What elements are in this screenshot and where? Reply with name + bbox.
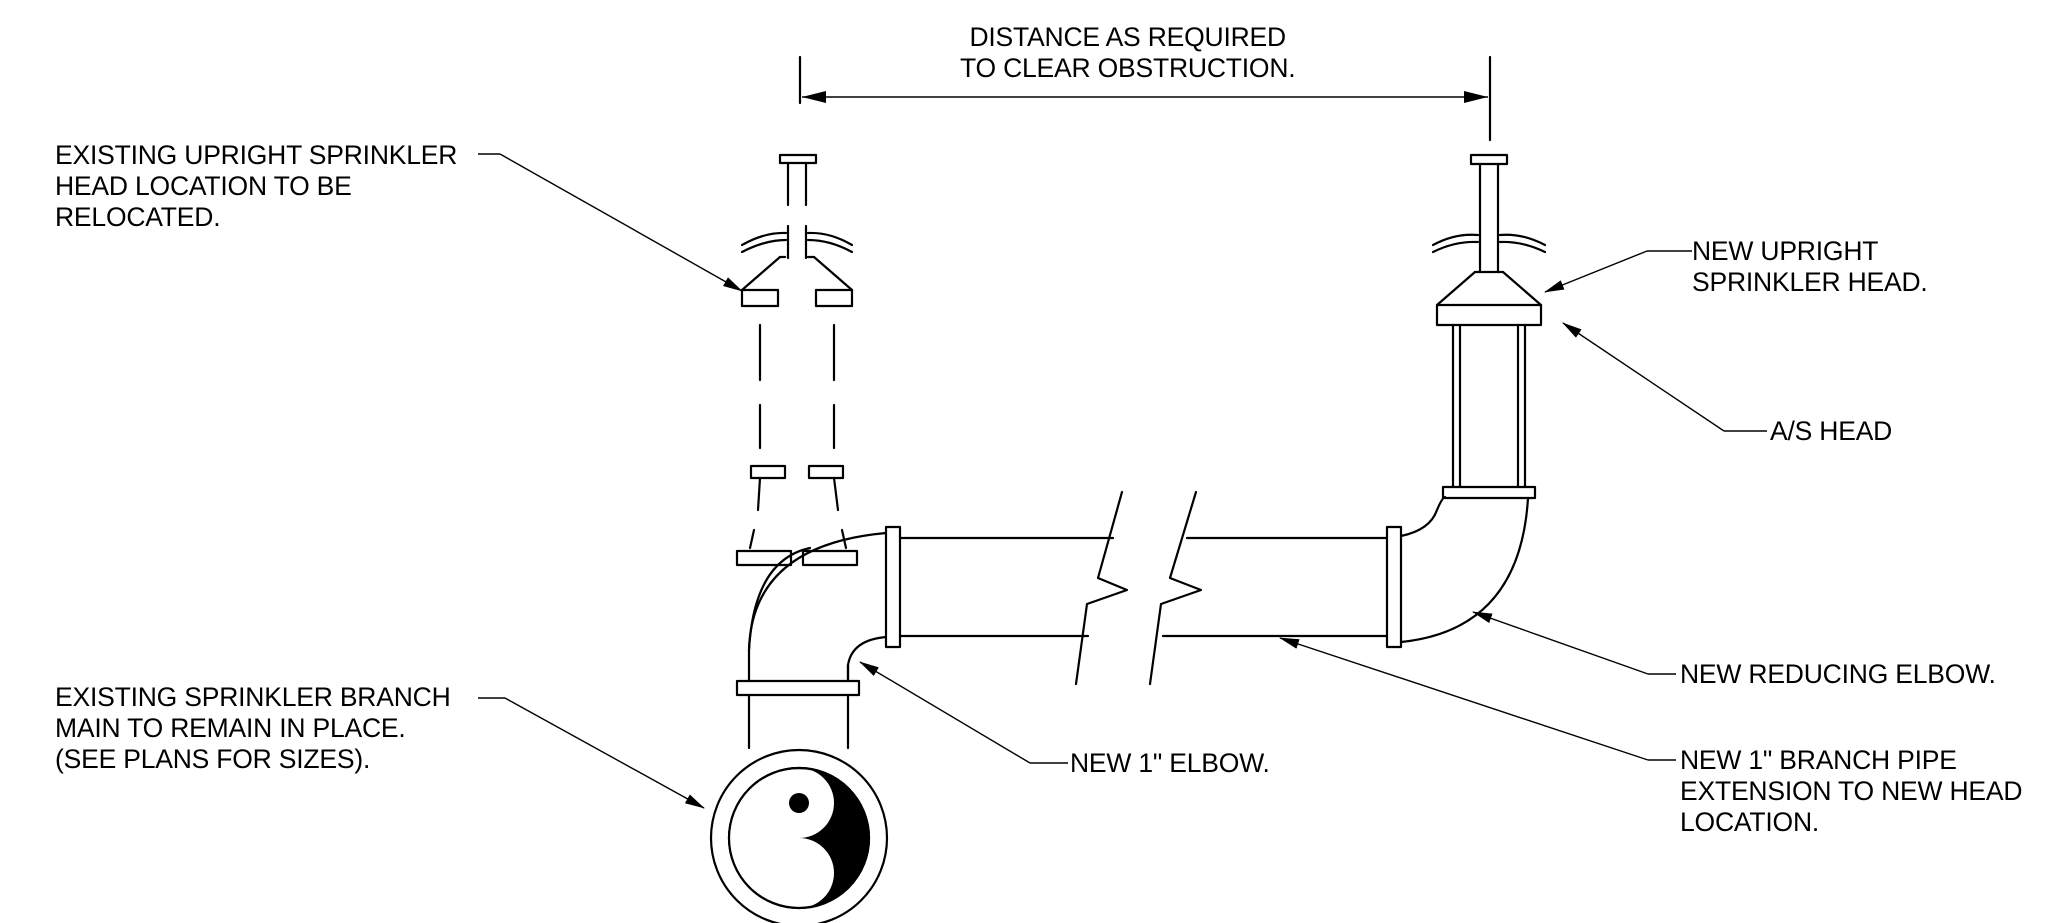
existing-sprinkler-head — [740, 153, 854, 308]
branch-main-label-line-1: EXISTING SPRINKLER BRANCH — [55, 682, 451, 712]
existing-branch-main — [709, 748, 889, 923]
elbow-1in-label: NEW 1" ELBOW. — [1070, 748, 1270, 779]
reducing-elbow-label: NEW REDUCING ELBOW. — [1680, 659, 1996, 690]
dimension-label: DISTANCE AS REQUIRED TO CLEAR OBSTRUCTIO… — [960, 22, 1296, 84]
elbow-1in-label-line-1: NEW 1" ELBOW. — [1070, 748, 1270, 778]
reducing-elbow-label-line-1: NEW REDUCING ELBOW. — [1680, 659, 1996, 689]
branch-pipe-label-line-1: NEW 1" BRANCH PIPE — [1680, 745, 1957, 775]
new-head-label: NEW UPRIGHT SPRINKLER HEAD. — [1692, 236, 1928, 298]
branch-pipe-label: NEW 1" BRANCH PIPE EXTENSION TO NEW HEAD… — [1680, 745, 2023, 838]
dimension-line — [798, 55, 1492, 142]
existing-head-label-line-3: RELOCATED. — [55, 202, 221, 232]
branch-pipe-label-line-2: EXTENSION TO NEW HEAD — [1680, 776, 2023, 806]
new-sprinkler-head — [1431, 153, 1547, 489]
existing-head-label: EXISTING UPRIGHT SPRINKLER HEAD LOCATION… — [55, 140, 457, 233]
dimension-label-line-2: TO CLEAR OBSTRUCTION. — [960, 53, 1296, 83]
as-head-label-line-1: A/S HEAD — [1770, 416, 1893, 446]
existing-head-label-line-1: EXISTING UPRIGHT SPRINKLER — [55, 140, 458, 170]
existing-riser-dashed — [735, 323, 859, 567]
existing-head-label-line-2: HEAD LOCATION TO BE — [55, 171, 352, 201]
branch-pipe-label-line-3: LOCATION. — [1680, 807, 1820, 837]
new-reducing-elbow — [1399, 485, 1537, 644]
branch-pipe-extension — [898, 490, 1403, 686]
new-1-inch-elbow — [735, 525, 902, 750]
new-head-label-line-2: SPRINKLER HEAD. — [1692, 267, 1928, 297]
dimension-label-line-1: DISTANCE AS REQUIRED — [969, 22, 1286, 52]
new-head-label-line-1: NEW UPRIGHT — [1692, 236, 1879, 266]
branch-main-label-line-3: (SEE PLANS FOR SIZES). — [55, 744, 371, 774]
as-head-label: A/S HEAD — [1770, 416, 1892, 447]
branch-main-label: EXISTING SPRINKLER BRANCH MAIN TO REMAIN… — [55, 682, 451, 775]
branch-main-label-line-2: MAIN TO REMAIN IN PLACE. — [55, 713, 406, 743]
leader-lines — [478, 153, 1767, 809]
